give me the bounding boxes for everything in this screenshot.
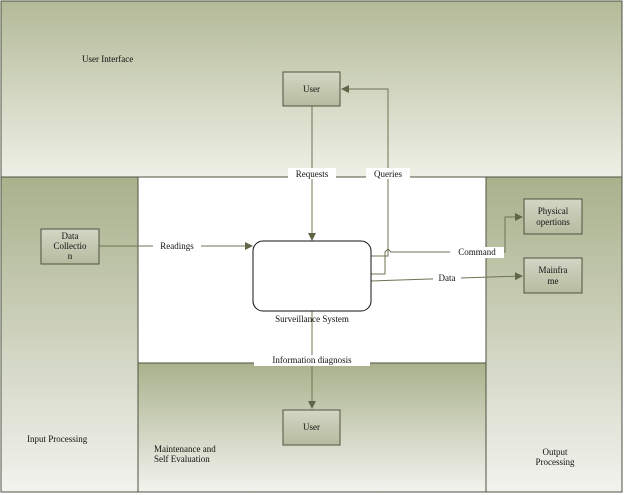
edge-label-requests: Requests [296, 169, 329, 179]
region-label-maintenance-2: Self Evaluation [154, 454, 210, 464]
node-data-collection-label-3: n [68, 251, 73, 261]
edge-label-data: Data [439, 273, 456, 283]
node-physical-operations-label-2: opertions [536, 217, 570, 227]
edge-label-bg-command [450, 247, 504, 258]
node-mainframe-label-1: Mainfra [539, 265, 568, 275]
edge-label-readings: Readings [160, 241, 194, 251]
edge-label-bg-data [433, 272, 461, 283]
region-label-output-1: Output [542, 447, 568, 457]
node-data-collection-label-2: Collectio [54, 241, 87, 251]
edge-label-queries: Queries [374, 169, 402, 179]
node-physical-operations[interactable]: Physical opertions [523, 198, 583, 235]
node-mainframe-label-2: me [548, 276, 559, 286]
node-mainframe[interactable]: Mainfra me [523, 257, 583, 294]
edge-command [371, 213, 523, 275]
region-label-user-interface: User Interface [82, 54, 133, 64]
edge-label-information-diagnosis: Information diagnosis [272, 355, 352, 365]
node-data-collection[interactable]: Data Collectio n [40, 228, 100, 265]
edge-label-bg-queries [366, 168, 410, 179]
node-user-bottom[interactable]: User [282, 409, 341, 446]
region-input-processing [0, 176, 139, 493]
node-user-top[interactable]: User [282, 71, 341, 107]
node-surveillance-system-label: Surveillance System [275, 314, 349, 324]
edge-label-command: Command [458, 247, 496, 257]
node-data-collection-label-1: Data [62, 231, 79, 241]
region-label-output-2: Processing [536, 457, 575, 467]
edge-label-bg-readings [153, 240, 201, 251]
node-user-top-label: User [303, 84, 320, 94]
region-label-input-processing: Input Processing [27, 434, 88, 444]
node-user-bottom-label: User [303, 422, 320, 432]
edge-label-bg-requests [288, 168, 336, 179]
region-label-maintenance-1: Maintenance and [154, 444, 216, 454]
edge-label-bg-information-diagnosis [254, 355, 370, 366]
node-surveillance-system[interactable]: Surveillance System [252, 240, 372, 324]
node-physical-operations-label-1: Physical [538, 206, 569, 216]
